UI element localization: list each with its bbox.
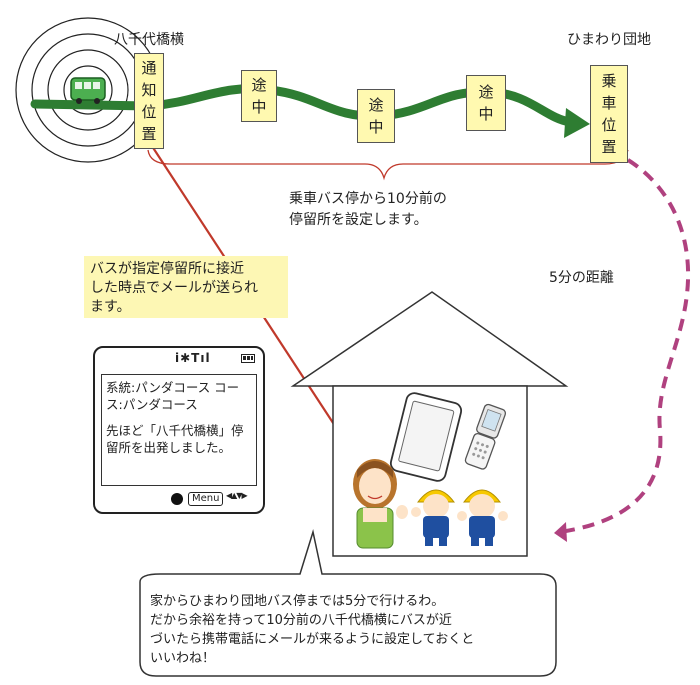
midway-2-char-1: 途 [368, 96, 384, 114]
midway-2-char-2: 中 [368, 118, 384, 136]
flip-phone-icon [464, 403, 507, 470]
midway-box-3: 途 中 [466, 75, 506, 131]
notify-char-1: 通 [141, 59, 157, 77]
walking-arrowhead-icon [554, 522, 567, 542]
midway-box-1: 途 中 [241, 70, 277, 122]
smartphone-icon [389, 392, 463, 482]
center-key-icon [171, 493, 183, 505]
phone-mail-screen: i✱Tıl 系統:パンダコース コー ス:パンダコース 先ほど「八千代橋横」停 … [93, 346, 265, 514]
setting-description-line2: 停留所を設定します。 [289, 212, 428, 228]
midway-1-char-1: 途 [251, 76, 267, 94]
boarding-char-3: 位 [601, 116, 617, 134]
mother-icon [353, 459, 408, 549]
phone-status-icons: i✱Tıl [175, 351, 211, 365]
boarding-char-2: 車 [601, 94, 617, 112]
mail-notice-line3: ます。 [90, 299, 131, 315]
speech-bubble [139, 529, 557, 677]
walking-path-dashed [559, 158, 691, 534]
message-line4: 留所を出発しました。 [106, 440, 232, 455]
origin-stop-name: 八千代橋横 [114, 32, 184, 48]
route-arrowhead-icon [564, 108, 590, 138]
mail-notice-line1: バスが指定停留所に接近 [90, 261, 244, 277]
battery-icon [241, 354, 255, 363]
notify-char-3: 位 [141, 103, 157, 121]
speech-line3: づいたら携帯電話にメールが来るように設定しておくと [150, 632, 475, 647]
bus-icon [70, 77, 106, 104]
message-line1: 系統:パンダコース コー [106, 380, 240, 395]
message-line3: 先ほど「八千代橋横」停 [106, 423, 244, 438]
mail-notice-line2: した時点でメールが送られ [90, 280, 258, 296]
notify-position-box: 通 知 位 置 [134, 53, 164, 149]
midway-3-char-2: 中 [478, 105, 494, 123]
menu-key: Menu [188, 492, 224, 506]
boarding-char-1: 乗 [601, 72, 617, 90]
midway-box-2: 途 中 [357, 89, 395, 143]
setting-description-line1: 乗車バス停から10分前の [289, 191, 447, 207]
notify-char-2: 知 [141, 81, 157, 99]
midway-1-char-2: 中 [251, 98, 267, 116]
range-bracket [147, 149, 629, 181]
phone-message-area: 系統:パンダコース コー ス:パンダコース 先ほど「八千代橋横」停 留所を出発し… [101, 374, 257, 486]
mail-notice-note: バスが指定停留所に接近 した時点でメールが送られ ます。 [84, 256, 288, 318]
boarding-position-box: 乗 車 位 置 [590, 65, 628, 163]
distance-label: 5分の距離 [549, 270, 614, 286]
midway-3-char-1: 途 [478, 83, 494, 101]
speech-line4: いいわね！ [150, 651, 216, 666]
speech-line2: だから余裕を持って10分前の八千代橋横にバスが近 [150, 613, 452, 628]
notify-char-4: 置 [141, 125, 157, 143]
child-left-icon [411, 489, 456, 546]
speech-line1: 家からひまわり団地バス停までは5分で行けるわ。 [150, 594, 445, 609]
destination-stop-name: ひまわり団地 [567, 32, 651, 48]
boarding-char-4: 置 [601, 138, 617, 156]
nav-arrows-icon: ◀▲▼▶ [226, 491, 248, 500]
message-line2: ス:パンダコース [106, 397, 198, 412]
child-right-icon [457, 489, 508, 546]
